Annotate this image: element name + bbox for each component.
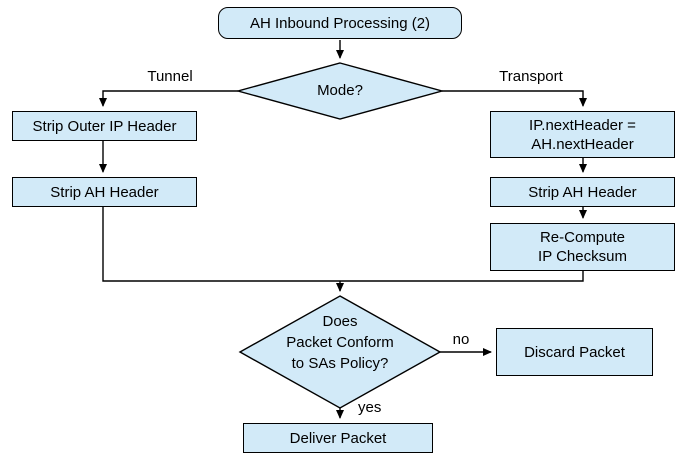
strip-ah-header-tunnel-node: Strip AH Header bbox=[12, 177, 197, 207]
mode-decision-label: Mode? bbox=[317, 82, 363, 99]
yes-edge-label: yes bbox=[358, 399, 382, 416]
edge-merge-line bbox=[102, 207, 584, 282]
strip-ah-header-transport-node: Strip AH Header bbox=[490, 177, 675, 207]
no-edge-label: no bbox=[452, 331, 470, 348]
mode-decision-diamond bbox=[235, 62, 445, 120]
recompute-ip-checksum-node: Re-Compute IP Checksum bbox=[490, 223, 675, 271]
edge-mode-transport bbox=[442, 90, 587, 107]
policy-decision-label: Does Packet Conform to SAs Policy? bbox=[286, 313, 394, 372]
deliver-packet-node: Deliver Packet bbox=[243, 423, 433, 453]
discard-packet-node: Discard Packet bbox=[496, 328, 653, 376]
strip-outer-ip-header-node: Strip Outer IP Header bbox=[12, 111, 197, 141]
policy-decision-diamond bbox=[238, 295, 442, 409]
transport-edge-label: Transport bbox=[499, 68, 563, 85]
start-node: AH Inbound Processing (2) bbox=[218, 7, 462, 39]
tunnel-edge-label: Tunnel bbox=[147, 68, 193, 85]
edge-mode-tunnel bbox=[99, 90, 238, 107]
ip-next-header-node: IP.nextHeader = AH.nextHeader bbox=[490, 111, 675, 158]
